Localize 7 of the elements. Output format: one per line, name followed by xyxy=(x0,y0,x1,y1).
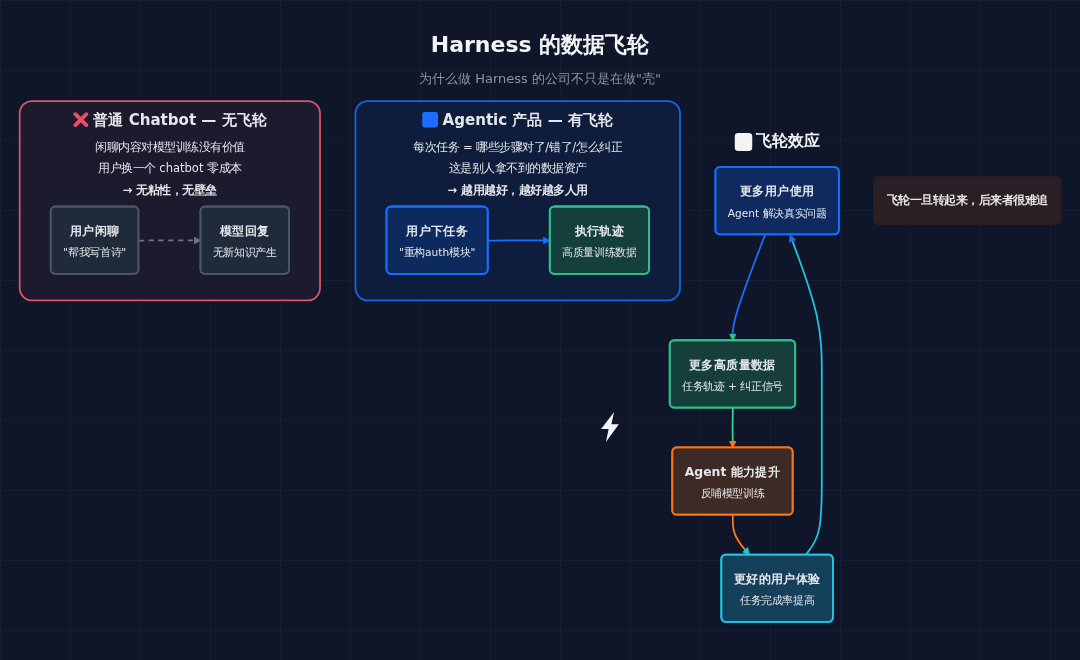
section-heading: 飞轮效应 xyxy=(755,131,820,151)
arrow xyxy=(728,233,766,342)
arrow xyxy=(788,234,823,556)
subtitle: 为什么做 Harness 的公司不只是在做"壳" xyxy=(419,71,661,86)
arrow xyxy=(731,514,750,556)
diagram-title: Harness 的数据飞轮 xyxy=(430,32,650,57)
arrow xyxy=(728,407,737,449)
